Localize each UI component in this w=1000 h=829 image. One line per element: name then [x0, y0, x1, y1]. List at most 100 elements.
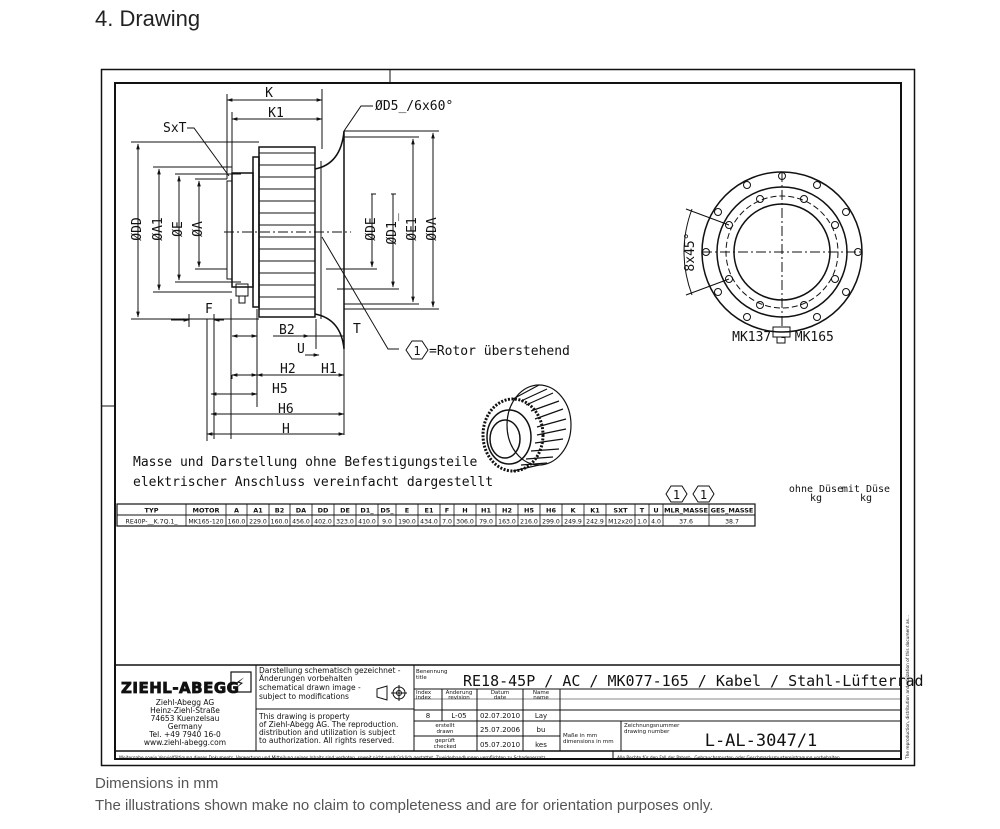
- dim-label-e1: ØE1: [405, 217, 420, 240]
- table-cell: 229.0: [249, 519, 267, 526]
- company-logo: ZIEHL-ABEGG: [121, 679, 239, 697]
- footer-legal-left: Weitergabe sowie Vervielfältigung dieses…: [119, 755, 547, 761]
- table-cell: 160.0: [271, 519, 289, 526]
- table-cell: RE40P-__K.7Q.1_: [126, 519, 179, 526]
- table-cell: M12x20: [608, 519, 633, 526]
- schematic-note: Darstellung schematisch gezeichnet - Änd…: [259, 666, 401, 701]
- logo-emblem: [230, 671, 252, 693]
- dim-label-sxt: SxT: [163, 121, 187, 136]
- drawing-number-label: Zeichnungsnummer: [624, 723, 680, 729]
- change-header-en: revision: [448, 695, 470, 701]
- drawing-inner-frame: [114, 82, 902, 760]
- table-header-cell: F: [445, 507, 449, 515]
- svg-text:Germany: Germany: [168, 722, 203, 731]
- footer-legal-right: Alle Rechte für den Fall der Patent-, Ge…: [617, 755, 841, 761]
- drawn-label: erstellt: [435, 723, 455, 729]
- rotor-marker-hexagon: [405, 340, 429, 360]
- dim-label-h2: H2: [280, 362, 296, 377]
- table-header-cell: A1: [253, 507, 263, 515]
- drawn-name: bu: [537, 726, 546, 734]
- table-cell: 323.0: [336, 519, 354, 526]
- table-cell: 306.0: [456, 519, 474, 526]
- front-view-caption: MK137 - MK165: [732, 330, 834, 345]
- side-view: [131, 89, 439, 441]
- checked-label-en: checked: [434, 744, 457, 750]
- projection-symbol-icon: [376, 685, 407, 701]
- table-cell: 402.0: [314, 519, 332, 526]
- disclaimer-note: The illustrations shown make no claim to…: [95, 797, 714, 814]
- outer-bolt-holes: [702, 172, 862, 321]
- table-header-cell: MOTOR: [193, 507, 220, 515]
- table-cell: 299.0: [542, 519, 560, 526]
- date-header: Datum: [491, 690, 510, 696]
- table-header-cell: H2: [502, 507, 512, 515]
- table-cell: 190.0: [398, 519, 416, 526]
- front-view: [683, 171, 863, 344]
- section-heading: 4. Drawing: [95, 6, 201, 31]
- dim-label-d1: ØD1_: [385, 213, 400, 244]
- table-cell: 160.0: [228, 519, 246, 526]
- svg-text:Tel. +49 7940 16-0: Tel. +49 7940 16-0: [148, 730, 221, 739]
- svg-text:Änderungen vorbehalten: Änderungen vorbehalten: [259, 674, 353, 683]
- mass-header-without-unit: kg: [810, 493, 822, 504]
- table-header-cell: K: [570, 507, 576, 515]
- date-header-en: date: [494, 695, 507, 701]
- units-note: Maße in mm: [563, 733, 597, 739]
- table-header-cell: K1: [590, 507, 600, 515]
- table-header-cell: H6: [546, 507, 556, 515]
- svg-text:This drawing is property: This drawing is property: [258, 712, 350, 721]
- dim-label-h5: H5: [272, 382, 288, 397]
- dim-label-t: T: [353, 322, 361, 337]
- table-cell: 410.0: [358, 519, 376, 526]
- change-header: Änderung: [446, 689, 473, 696]
- technical-drawing: K K1 SxT ØD5_/6x60° ØDD ØA1 ØE ØA ØDE ØD…: [100, 68, 924, 767]
- checked-name: kes: [535, 741, 547, 749]
- table-header-cell: TYP: [145, 507, 159, 515]
- drawing-title: RE18-45P / AC / MK077-165 / Kabel / Stah…: [463, 672, 924, 690]
- table-cell: 456.0: [292, 519, 310, 526]
- table-cell: 37.6: [679, 519, 693, 526]
- table-header-cell: D5_: [380, 507, 394, 515]
- note-line-2: elektrischer Anschluss vereinfacht darge…: [133, 475, 493, 490]
- checked-date: 05.07.2010: [480, 741, 520, 749]
- k-marker-hexagon: [665, 485, 688, 503]
- table-cell: 7.0: [442, 519, 452, 526]
- table-cell: 242.9: [586, 519, 604, 526]
- table-header-cell: U: [653, 507, 658, 515]
- svg-text:Heinz-Ziehl-Straße: Heinz-Ziehl-Straße: [150, 706, 220, 715]
- dim-label-h6: H6: [278, 402, 294, 417]
- table-cell: 9.0: [382, 519, 392, 526]
- revision-name: Lay: [535, 712, 547, 720]
- dim-label-f: F: [205, 302, 213, 317]
- table-header-cell: H5: [524, 507, 534, 515]
- dimension-table: TYPRE40P-__K.7Q.1_MOTORMK165-120A160.0A1…: [116, 503, 756, 527]
- svg-text:www.ziehl-abegg.com: www.ziehl-abegg.com: [144, 738, 226, 747]
- dim-label-da: ØDA: [425, 217, 440, 241]
- side-legal-note: The reproduction, distribution and utili…: [905, 615, 911, 760]
- table-header-cell: E1: [425, 507, 434, 515]
- svg-text:to authorization. All rights: to authorization. All rights reserved.: [259, 736, 394, 745]
- table-header-cell: DE: [340, 507, 350, 515]
- index-header-en: index: [416, 695, 432, 701]
- svg-text:of Ziehl-Abegg AG. The reprod: of Ziehl-Abegg AG. The reproduction.: [259, 720, 398, 729]
- table-cell: 4.0: [651, 519, 661, 526]
- dim-label-u: U: [297, 342, 305, 357]
- table-cell: 216.0: [520, 519, 538, 526]
- revision-date: 02.07.2010: [480, 712, 520, 720]
- rotor-note: =Rotor überstehend: [429, 344, 570, 359]
- table-cell: 79.0: [479, 519, 493, 526]
- k-marker-number: 1: [673, 488, 680, 502]
- dim-label-a: ØA: [191, 221, 206, 237]
- svg-text:distribution and utilization: distribution and utilization is subject: [259, 728, 395, 737]
- table-header-cell: GES_MASSE: [711, 507, 754, 515]
- svg-text:schematical drawn image -: schematical drawn image -: [259, 683, 361, 692]
- name-header-en: name: [533, 695, 549, 701]
- k1-marker-number: 1: [700, 488, 707, 502]
- drawing-number-label-en: drawing number: [624, 729, 670, 735]
- drawing-number: L-AL-3047/1: [705, 731, 818, 751]
- table-cell: 38.7: [725, 519, 739, 526]
- inner-bolt-holes: [725, 195, 839, 309]
- svg-text:Darstellung schematisch gezeic: Darstellung schematisch gezeichnet -: [259, 666, 401, 675]
- company-address: Ziehl-Abegg AG Heinz-Ziehl-Straße 74653 …: [144, 698, 226, 747]
- table-cell: 434.0: [420, 519, 438, 526]
